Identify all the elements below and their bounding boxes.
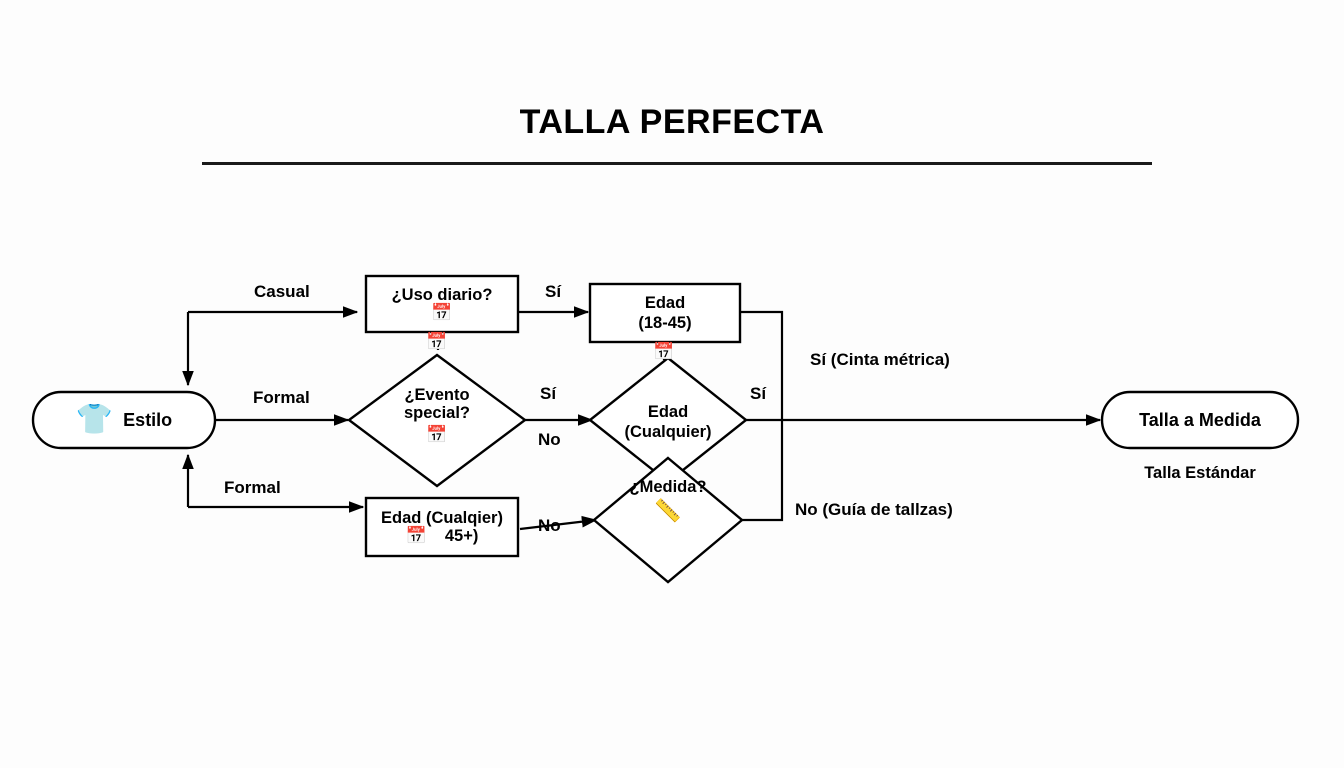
- node-estilo-label: Estilo: [123, 409, 173, 430]
- node-edad-cualquier[interactable]: Edad (Cualquier): [592, 396, 744, 448]
- edge-edad-18-45-trunk: [740, 310, 784, 420]
- node-talla-medida-label: Talla a Medida: [1139, 409, 1261, 430]
- node-evento-line1: ¿Evento: [404, 386, 470, 404]
- node-medida-label: ¿Medida?: [629, 478, 707, 496]
- edge-label-si-cualquier: Sí: [750, 384, 767, 403]
- node-edad-45-plus-shape[interactable]: [364, 496, 520, 558]
- node-edad-45-plus-line2: 45+): [444, 527, 479, 545]
- node-edad-18-45-shape[interactable]: [588, 282, 742, 344]
- edge-label-si-uso: Sí: [545, 282, 562, 301]
- page-title: TALLA PERFECTA: [519, 103, 825, 141]
- calendar-icon: 📅: [426, 424, 448, 445]
- node-edad-18-45-line1: Edad: [644, 294, 686, 313]
- node-uso-diario[interactable]: ¿Uso diario? 📅: [366, 276, 518, 332]
- edge-medida-trunk: [740, 420, 784, 522]
- calendar-icon: 📅: [426, 332, 448, 352]
- measuring-tape-icon: 📏: [654, 499, 682, 525]
- title-divider: [202, 162, 1152, 165]
- node-edad-45-plus[interactable]: Edad (Cualqier) 📅 45+): [366, 498, 518, 556]
- node-estilo[interactable]: 👕 Estilo: [33, 392, 215, 448]
- node-uso-diario-label: ¿Uso diario?: [391, 285, 493, 304]
- node-edad-cualquier-line1: Edad: [647, 403, 689, 422]
- node-evento-shape[interactable]: [346, 353, 528, 488]
- edge-label-no-edad45: No: [538, 516, 561, 535]
- node-evento-line2: special?: [403, 404, 471, 423]
- node-evento[interactable]: ¿Evento special? 📅: [367, 386, 507, 458]
- node-edad-18-45-line2: (18-45): [638, 313, 692, 332]
- edge-label-no-evento: No: [538, 430, 561, 449]
- node-edad-cualquier-line2: (Cualquier): [624, 422, 712, 441]
- calendar-icon: 📅: [405, 525, 427, 546]
- edge-label-si-cinta: Sí (Cinta métrica): [810, 350, 950, 369]
- node-talla-medida-shape[interactable]: [1100, 390, 1300, 450]
- edge-label-formal-mid: Formal: [253, 388, 310, 407]
- node-medida-shape[interactable]: [592, 456, 744, 584]
- edge-no-to-medida: [519, 515, 598, 531]
- node-estilo-shape[interactable]: [31, 390, 217, 450]
- node-uso-diario-shape[interactable]: [364, 274, 520, 334]
- node-edad-18-45[interactable]: Edad (18-45): [590, 284, 740, 342]
- node-talla-medida[interactable]: Talla a Medida: [1102, 392, 1298, 448]
- node-medida[interactable]: ¿Medida? 📏: [598, 478, 738, 550]
- edge-label-no-guia: No (Guía de tallzas): [795, 500, 953, 519]
- edge-label-si-evento: Sí: [540, 384, 557, 403]
- edge-label-formal-bottom: Formal: [224, 478, 281, 497]
- node-edad-45-plus-line1: Edad (Cualqier): [381, 508, 503, 527]
- edge-label-casual: Casual: [254, 282, 310, 301]
- tshirt-icon: 👕: [75, 402, 114, 437]
- calendar-icon: 📅: [431, 303, 453, 324]
- talla-estandar-caption: Talla Estándar: [1144, 464, 1256, 482]
- calendar-icon: 📅: [653, 342, 675, 362]
